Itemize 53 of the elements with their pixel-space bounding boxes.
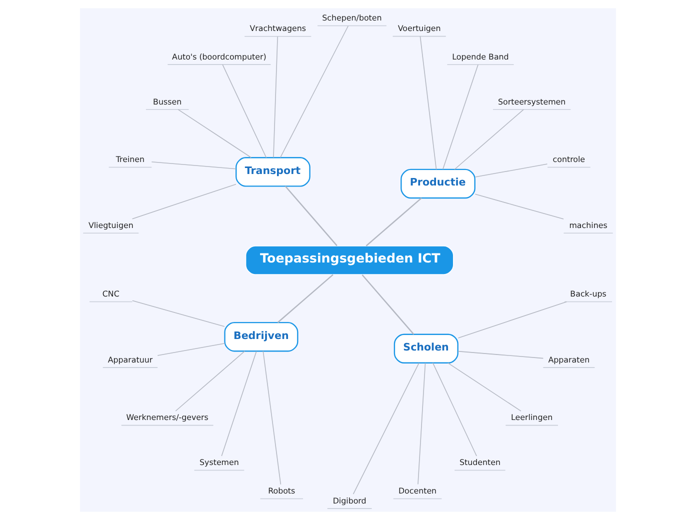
node-text: Bussen bbox=[153, 97, 182, 106]
node-text: Docenten bbox=[398, 486, 437, 496]
node-box: Bedrijven bbox=[224, 322, 298, 352]
connector bbox=[132, 184, 236, 220]
node-text: Lopende Band bbox=[452, 52, 509, 62]
node-text: Vliegtuigen bbox=[88, 220, 134, 230]
connector bbox=[458, 301, 568, 338]
node-text: Apparatuur bbox=[108, 355, 153, 364]
node-text: Voertuigen bbox=[398, 24, 441, 34]
node-text: Schepen/boten bbox=[322, 14, 382, 23]
connector bbox=[432, 362, 477, 456]
connector bbox=[362, 274, 414, 335]
node-text: Sorteersystemen bbox=[498, 97, 566, 106]
node-text: Apparaten bbox=[548, 355, 590, 364]
connector bbox=[178, 109, 252, 158]
connector bbox=[474, 164, 548, 178]
connector bbox=[175, 350, 246, 412]
node-text: Vrachtwagens bbox=[250, 24, 306, 34]
node-text: Studenten bbox=[459, 458, 500, 468]
connector bbox=[273, 36, 278, 158]
node-text: Auto's (boordcomputer) bbox=[172, 52, 266, 62]
connector bbox=[366, 198, 422, 246]
connector bbox=[448, 362, 522, 412]
node-text: Back-ups bbox=[570, 290, 606, 299]
node-box: Scholen bbox=[394, 334, 458, 364]
connector bbox=[151, 161, 236, 170]
node-text: controle bbox=[552, 155, 586, 164]
connector bbox=[454, 109, 524, 170]
connector bbox=[420, 36, 437, 170]
node-text: machines bbox=[569, 220, 608, 230]
connector bbox=[132, 300, 225, 327]
node-text: Werknemers/-gevers bbox=[126, 413, 208, 422]
connector bbox=[284, 186, 338, 246]
connector bbox=[280, 26, 349, 158]
node-text: Systemen bbox=[200, 458, 239, 468]
connector bbox=[418, 362, 426, 485]
connector bbox=[222, 64, 267, 158]
connector bbox=[474, 194, 564, 220]
node-text: CNC bbox=[102, 290, 120, 299]
node-text: Robots bbox=[268, 486, 296, 496]
connector bbox=[352, 362, 420, 494]
connector bbox=[277, 274, 334, 323]
connector bbox=[157, 343, 226, 356]
node-box: Productie bbox=[400, 168, 476, 199]
node-box: Toepassingsgebieden ICT bbox=[245, 246, 454, 275]
node-box: Transport bbox=[236, 157, 310, 187]
connector bbox=[442, 64, 478, 170]
node-text: Digibord bbox=[332, 496, 366, 506]
connector bbox=[262, 350, 282, 485]
node-text: Treinen bbox=[116, 155, 145, 164]
node-text: Leerlingen bbox=[511, 413, 553, 422]
connector bbox=[458, 350, 544, 359]
connector bbox=[221, 350, 257, 456]
